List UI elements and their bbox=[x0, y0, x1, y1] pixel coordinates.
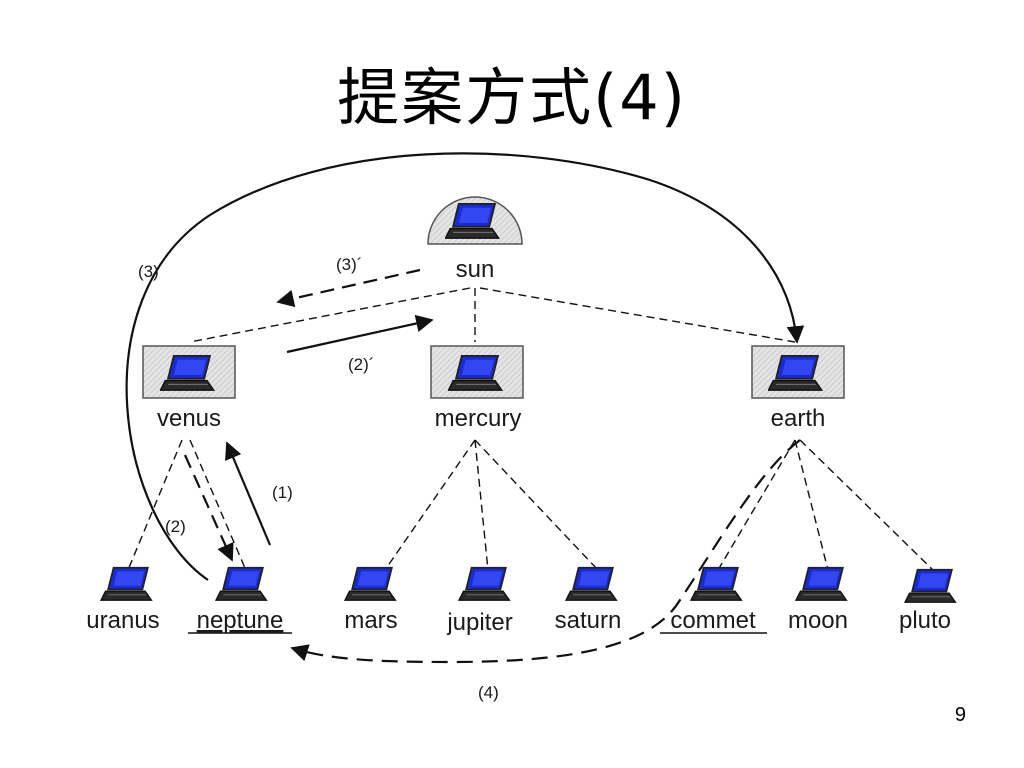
arrow-step-4 bbox=[290, 439, 801, 664]
node-saturn: saturn bbox=[555, 566, 622, 634]
arrow-step-3-prime bbox=[276, 268, 421, 308]
node-label-mars: mars bbox=[344, 607, 397, 634]
link-venus-neptune bbox=[189, 439, 246, 569]
node-label-pluto: pluto bbox=[899, 607, 951, 634]
node-pluto: pluto bbox=[899, 568, 957, 634]
laptop-icon bbox=[215, 566, 268, 602]
node-commet: commet bbox=[660, 566, 767, 634]
step-label-3: (3) bbox=[138, 262, 159, 281]
node-moon: moon bbox=[788, 566, 848, 634]
node-label-commet: commet bbox=[670, 607, 756, 634]
link-mercury-saturn bbox=[474, 439, 599, 571]
node-label-sun: sun bbox=[456, 256, 495, 283]
step-label-1: (1) bbox=[272, 483, 293, 502]
slide-title: 提案方式(4) bbox=[337, 61, 687, 134]
node-label-moon: moon bbox=[788, 607, 848, 634]
link-sun-earth bbox=[479, 287, 796, 343]
laptop-icon bbox=[904, 568, 957, 604]
node-label-neptune: neptune bbox=[197, 607, 284, 634]
link-mercury-mars bbox=[384, 439, 476, 571]
node-label-jupiter: jupiter bbox=[446, 609, 512, 636]
link-sun-venus bbox=[189, 287, 471, 343]
link-mercury-jupiter bbox=[474, 439, 489, 571]
node-label-mercury: mercury bbox=[435, 405, 522, 432]
link-earth-pluto bbox=[799, 439, 936, 573]
page-number: 9 bbox=[954, 704, 966, 726]
node-uranus: uranus bbox=[86, 566, 160, 634]
node-earth: earth bbox=[751, 345, 845, 432]
node-label-saturn: saturn bbox=[555, 607, 622, 634]
node-venus: venus bbox=[142, 345, 236, 432]
node-mercury: mercury bbox=[430, 345, 524, 432]
node-label-venus: venus bbox=[157, 405, 221, 432]
node-label-uranus: uranus bbox=[86, 607, 159, 634]
arrow-step-3 bbox=[125, 152, 805, 581]
laptop-icon bbox=[344, 566, 397, 602]
laptop-icon bbox=[690, 566, 743, 602]
link-earth-commet bbox=[717, 439, 796, 571]
step-arrows bbox=[125, 152, 805, 664]
node-sun: sun bbox=[427, 196, 523, 283]
step-label-3-prime: (3)´ bbox=[336, 255, 362, 274]
link-venus-uranus bbox=[127, 439, 183, 571]
node-jupiter: jupiter bbox=[446, 566, 513, 636]
step-label-4: (4) bbox=[478, 683, 499, 702]
arrow-step-2 bbox=[183, 454, 234, 562]
arrow-step-2-prime bbox=[286, 314, 434, 354]
step-labels: (1) (2) (2)´ (3) (3)´ (4) bbox=[138, 255, 499, 702]
step-label-2-prime: (2)´ bbox=[348, 355, 374, 374]
node-mars: mars bbox=[344, 566, 398, 634]
step-label-2: (2) bbox=[165, 517, 186, 536]
link-earth-moon bbox=[794, 439, 829, 571]
leaf-nodes: uranus neptune mars jupiter saturn c bbox=[86, 566, 957, 636]
laptop-icon bbox=[795, 566, 848, 602]
node-neptune: neptune bbox=[188, 566, 292, 634]
laptop-icon bbox=[100, 566, 153, 602]
arrow-step-1 bbox=[225, 441, 272, 546]
node-label-earth: earth bbox=[771, 405, 826, 432]
hierarchy-lines bbox=[127, 287, 936, 573]
laptop-icon bbox=[565, 566, 618, 602]
laptop-icon bbox=[458, 566, 511, 602]
